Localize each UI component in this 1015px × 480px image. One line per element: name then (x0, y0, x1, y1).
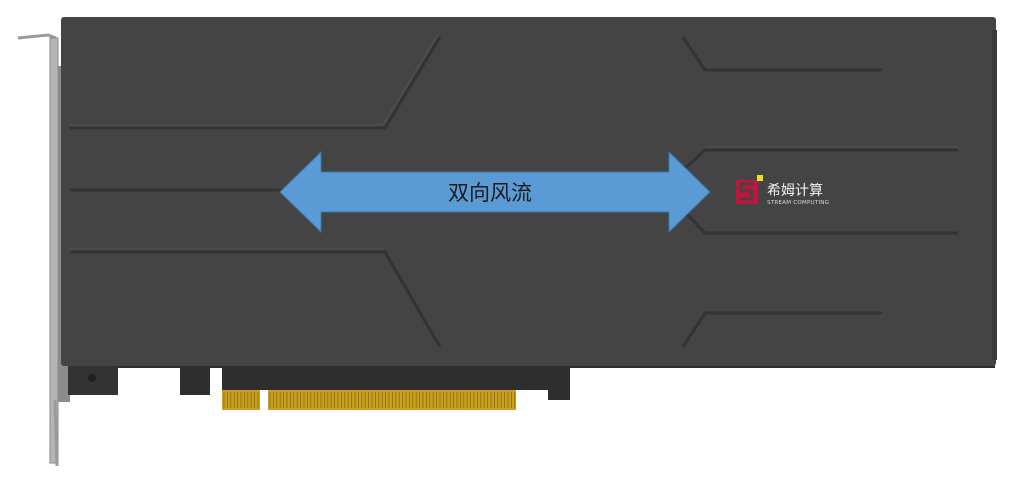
brand-logo-s-glyph (739, 182, 754, 201)
groove-mid-right-bottom (681, 208, 958, 235)
groove-lower-left (70, 250, 442, 348)
groove-upper-right (681, 36, 882, 72)
groove-upper-left (70, 36, 442, 130)
brand-name-cn: 希姆计算 (767, 183, 823, 199)
brand-name-en: STREAM COMPUTING (767, 200, 829, 206)
pcb-finger-base (222, 366, 548, 390)
pcb-right-tab (548, 366, 570, 400)
brand-logo: 希姆计算 STREAM COMPUTING (736, 175, 829, 206)
bracket-top-tab (17, 33, 57, 40)
double-headed-arrow-icon (279, 150, 711, 234)
shroud-right-cap (992, 30, 997, 360)
airflow-label: 双向风流 (448, 181, 532, 205)
pcb-board (68, 365, 995, 400)
brand-logo-accent (757, 175, 763, 181)
groove-lower-right (681, 311, 882, 348)
bracket-plate (49, 37, 59, 464)
gold-finger-pins (223, 392, 516, 408)
groove-mid-right-top (681, 148, 958, 172)
shroud-grooves (70, 36, 958, 348)
pcie-gold-fingers (222, 390, 516, 410)
highlight-upper-left (70, 35, 438, 126)
screw-hole (88, 374, 96, 382)
shroud-highlights (70, 35, 958, 250)
pcb-notch-block (180, 366, 210, 395)
airflow-arrow: 双向风流 (279, 150, 711, 234)
bracket-tail (53, 399, 59, 467)
